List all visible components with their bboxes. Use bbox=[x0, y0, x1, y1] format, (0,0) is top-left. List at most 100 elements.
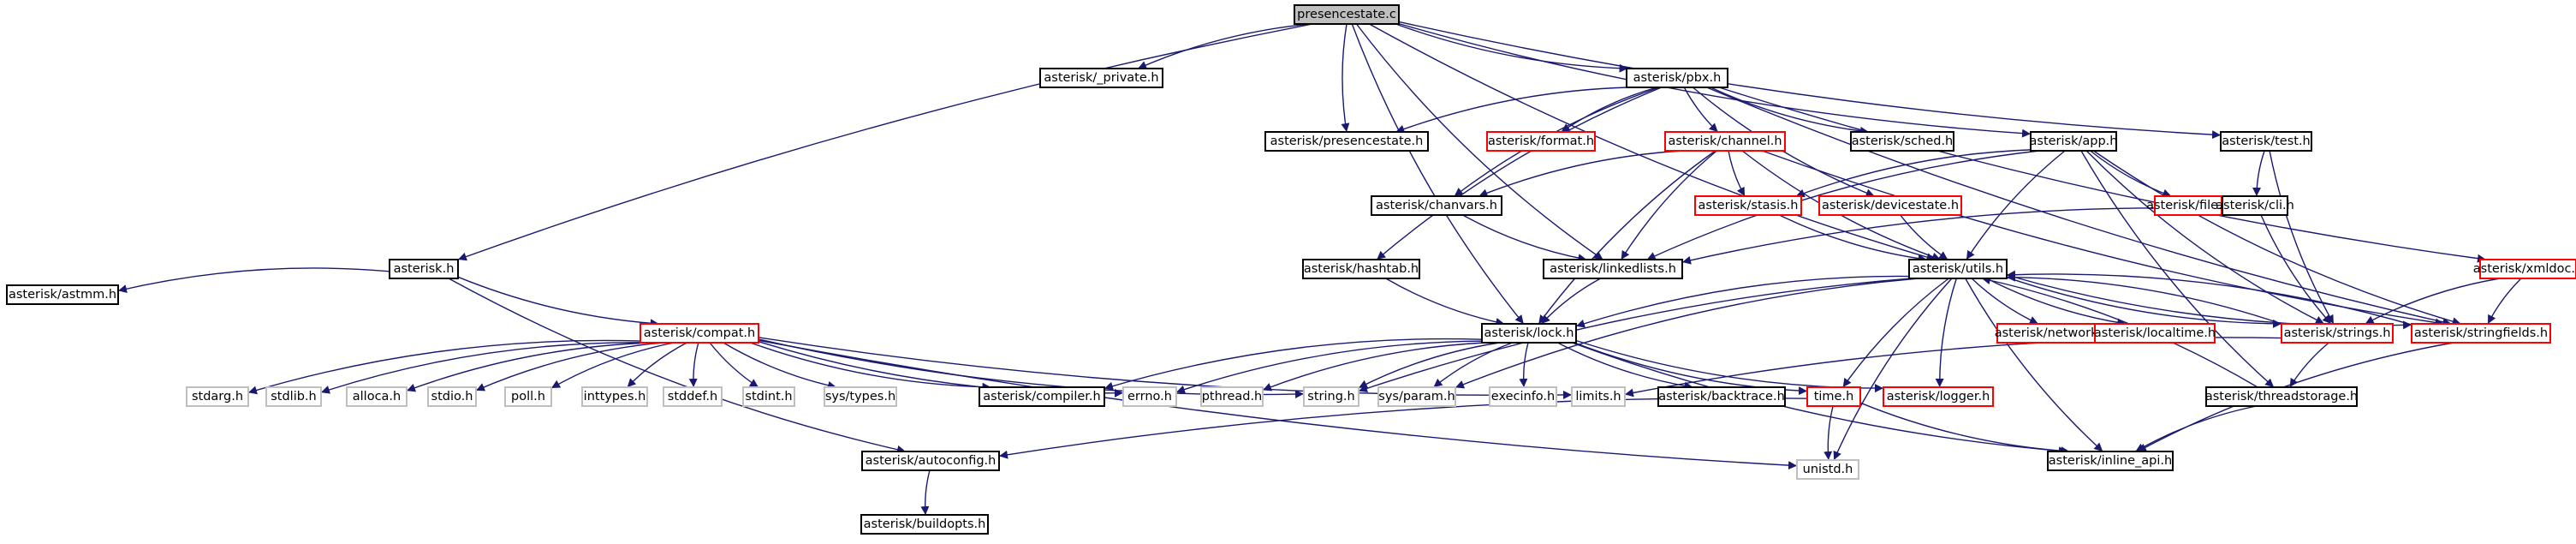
edge-linkedlists_h-to-lock_h bbox=[1540, 278, 1601, 325]
node-utils_h[interactable]: asterisk/utils.h bbox=[1908, 259, 2008, 279]
edge-chanvars_h-to-linkedlists_h bbox=[1462, 214, 1587, 263]
edge-compat_h-to-stddef_h bbox=[688, 342, 699, 388]
node-threadstorage_h[interactable]: asterisk/threadstorage.h bbox=[2205, 386, 2358, 407]
edge-presencestate_c-to-lock_h bbox=[1351, 23, 1525, 325]
node-label: asterisk/compiler.h bbox=[983, 390, 1100, 404]
node-limits_h[interactable]: limits.h bbox=[1571, 386, 1626, 407]
node-sysparam_h[interactable]: sys/param.h bbox=[1377, 386, 1456, 407]
edge-compat_h-to-stdarg_h bbox=[247, 339, 641, 395]
node-label: asterisk/presencestate.h bbox=[1270, 135, 1424, 148]
node-systypes_h[interactable]: sys/types.h bbox=[824, 386, 897, 407]
edge-presencestate_c-to-pbx_h bbox=[1395, 23, 1628, 73]
node-label: asterisk/chanvars.h bbox=[1376, 199, 1497, 212]
node-stringfields_h[interactable]: asterisk/stringfields.h bbox=[2411, 323, 2551, 344]
node-network_h[interactable]: asterisk/network.h bbox=[1995, 323, 2110, 344]
node-box bbox=[2479, 259, 2576, 279]
node-linkedlists_h[interactable]: asterisk/linkedlists.h bbox=[1543, 259, 1683, 279]
node-box bbox=[1694, 195, 1802, 216]
node-label: sys/types.h bbox=[825, 390, 895, 404]
node-label: asterisk/channel.h bbox=[1668, 135, 1782, 148]
node-strings_h[interactable]: asterisk/strings.h bbox=[2281, 323, 2394, 344]
edge-app_h-to-threadstorage_h bbox=[2080, 150, 2275, 388]
node-localtime_h[interactable]: asterisk/localtime.h bbox=[2094, 323, 2216, 344]
node-app_h[interactable]: asterisk/app.h bbox=[2030, 131, 2118, 152]
edge-asterisk_h-to-compat_h bbox=[457, 276, 659, 328]
node-presencestate_c[interactable]: presencestate.c bbox=[1294, 4, 1400, 25]
node-time_h[interactable]: time.h bbox=[1806, 386, 1861, 407]
node-label: stdarg.h bbox=[192, 390, 243, 404]
node-file_h[interactable]: asterisk/file.h bbox=[2146, 195, 2230, 216]
node-poll_h[interactable]: poll.h bbox=[504, 386, 552, 407]
node-test_h[interactable]: asterisk/test.h bbox=[2220, 131, 2312, 152]
node-box bbox=[1481, 323, 1577, 344]
node-label: asterisk/backtrace.h bbox=[1658, 390, 1785, 404]
edge-strings_h-to-limits_h bbox=[1624, 337, 2282, 398]
node-pthread_h[interactable]: pthread.h bbox=[1200, 386, 1264, 407]
edge-compat_h-to-inttypes_h bbox=[627, 342, 687, 388]
node-box bbox=[1657, 386, 1786, 407]
node-stasis_h[interactable]: asterisk/stasis.h bbox=[1694, 195, 1802, 216]
edge-channel_h-to-stasis_h bbox=[1728, 150, 1746, 197]
node-box bbox=[1200, 386, 1264, 407]
node-errno_h[interactable]: errno.h bbox=[1122, 386, 1177, 407]
node-backtrace_h[interactable]: asterisk/backtrace.h bbox=[1657, 386, 1786, 407]
node-stdio_h[interactable]: stdio.h bbox=[427, 386, 477, 407]
node-channel_h[interactable]: asterisk/channel.h bbox=[1664, 131, 1786, 152]
node-inttypes_h[interactable]: inttypes.h bbox=[581, 386, 648, 407]
node-pbx_h[interactable]: asterisk/pbx.h bbox=[1626, 68, 1728, 88]
node-string_h[interactable]: string.h bbox=[1303, 386, 1359, 407]
node-stdint_h[interactable]: stdint.h bbox=[742, 386, 795, 407]
node-format_h[interactable]: asterisk/format.h bbox=[1486, 131, 1596, 152]
node-inline_api_h[interactable]: asterisk/inline_api.h bbox=[2047, 451, 2174, 471]
edge-pbx_h-to-xmldoc_h bbox=[1718, 87, 2487, 263]
node-box bbox=[663, 386, 723, 407]
node-label: asterisk/xmldoc.h bbox=[2473, 262, 2576, 276]
node-box bbox=[2411, 323, 2551, 344]
node-alloca_h[interactable]: alloca.h bbox=[346, 386, 408, 407]
edge-utils_h-to-lock_h bbox=[1575, 275, 1910, 328]
node-compiler_h[interactable]: asterisk/compiler.h bbox=[979, 386, 1105, 407]
node-hashtab_h[interactable]: asterisk/hashtab.h bbox=[1302, 259, 1420, 279]
node-unistd_h[interactable]: unistd.h bbox=[1796, 459, 1859, 480]
node-execinfo_h[interactable]: execinfo.h bbox=[1489, 386, 1557, 407]
node-xmldoc_h[interactable]: asterisk/xmldoc.h bbox=[2473, 259, 2576, 279]
node-chanvars_h[interactable]: asterisk/chanvars.h bbox=[1371, 195, 1502, 216]
node-stdlib_h[interactable]: stdlib.h bbox=[265, 386, 322, 407]
node-box bbox=[389, 259, 459, 279]
node-astmm_h[interactable]: asterisk/astmm.h bbox=[6, 284, 119, 305]
edge-presencestate_c-to-test_h bbox=[1398, 21, 2222, 140]
edge-app_h-to-file_h bbox=[2090, 150, 2172, 198]
node-autoconfig_h[interactable]: asterisk/autoconfig.h bbox=[861, 451, 1000, 471]
node-devicestate_h[interactable]: asterisk/devicestate.h bbox=[1818, 195, 1962, 216]
edge-lock_h-to-logger_h bbox=[1575, 339, 1884, 393]
node-compat_h[interactable]: asterisk/compat.h bbox=[640, 323, 759, 344]
node-sched_h[interactable]: asterisk/sched.h bbox=[1850, 131, 1954, 152]
node-box bbox=[1850, 131, 1954, 152]
node-presencestate_h[interactable]: asterisk/presencestate.h bbox=[1264, 131, 1429, 152]
node-box bbox=[581, 386, 648, 407]
node-label: limits.h bbox=[1575, 390, 1621, 404]
node-box bbox=[1883, 386, 1994, 407]
node-private_h[interactable]: asterisk/_private.h bbox=[1039, 68, 1163, 88]
node-label: stddef.h bbox=[668, 390, 717, 404]
node-buildopts_h[interactable]: asterisk/buildopts.h bbox=[860, 514, 989, 535]
edge-app_h-to-stasis_h bbox=[1795, 149, 2032, 198]
node-cli_h[interactable]: asterisk/cli.h bbox=[2216, 195, 2294, 216]
node-stddef_h[interactable]: stddef.h bbox=[663, 386, 723, 407]
edge-pbx_h-to-channel_h bbox=[1683, 87, 1719, 133]
node-logger_h[interactable]: asterisk/logger.h bbox=[1883, 386, 1994, 407]
edge-asterisk_h-to-astmm_h bbox=[117, 267, 390, 293]
node-box bbox=[1122, 386, 1177, 407]
node-asterisk_h[interactable]: asterisk.h bbox=[389, 259, 459, 279]
edge-compat_h-to-poll_h bbox=[550, 342, 675, 389]
node-label: asterisk/format.h bbox=[1488, 135, 1594, 148]
edge-app_h-to-linkedlists_h bbox=[1646, 150, 2040, 260]
node-box bbox=[186, 386, 249, 407]
edge-strings_h-to-utils_h bbox=[2006, 272, 2282, 325]
edge-presencestate_c-to-utils_h bbox=[1369, 23, 1936, 262]
node-stdarg_h[interactable]: stdarg.h bbox=[186, 386, 249, 407]
edge-presencestate_c-to-linkedlists_h bbox=[1355, 23, 1603, 260]
node-box bbox=[1664, 131, 1786, 152]
node-lock_h[interactable]: asterisk/lock.h bbox=[1481, 323, 1577, 344]
node-box bbox=[1626, 68, 1728, 88]
